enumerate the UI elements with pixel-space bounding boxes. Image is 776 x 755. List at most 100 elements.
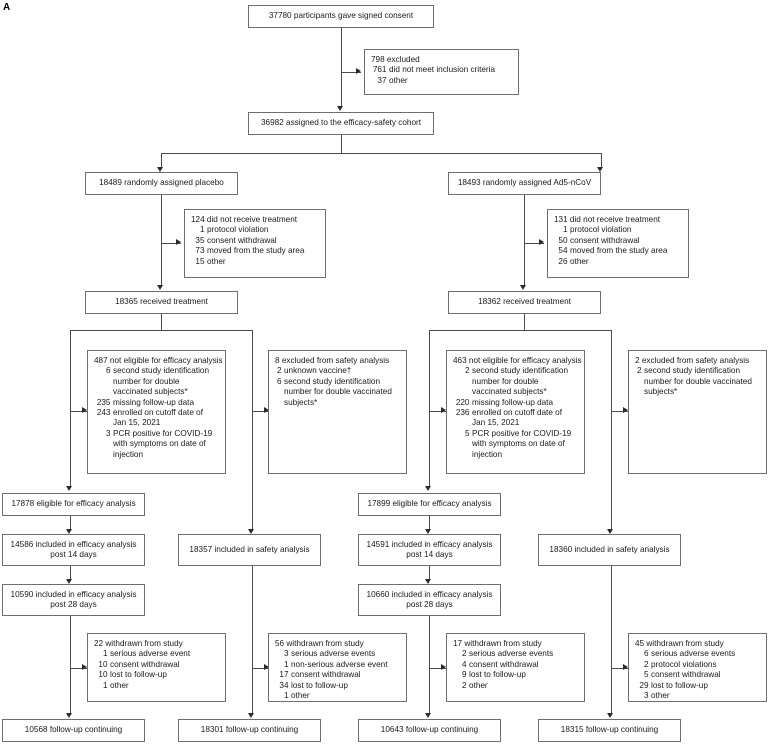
- list-item-label: lost to follow-up: [469, 670, 526, 680]
- list-item-label: serious adverse events: [651, 649, 736, 659]
- connector-split-right: [601, 153, 602, 169]
- list-item-count: 243: [96, 408, 111, 418]
- list-item-label: missing follow-up data: [113, 397, 195, 407]
- box-not-eligible-placebo: 487 not eligible for efficacy analysis 6…: [87, 350, 226, 474]
- arrowhead-excluded: [356, 68, 361, 75]
- connector-placebo-efficacy-leg: [70, 330, 71, 487]
- node-safety-placebo: 18357 included in safety analysis: [178, 534, 321, 566]
- list-item-count: 236: [455, 408, 470, 418]
- arrowhead-safety-vaccine: [607, 529, 614, 534]
- arrowhead-eff28-vaccine: [425, 579, 432, 584]
- connector-placebo-to-not-eligible: [70, 411, 87, 412]
- withdrawn-efficacy-placebo-header: 22 withdrawn from study: [94, 639, 183, 648]
- list-item-label: other: [291, 691, 310, 701]
- list-item-label: consent withdrawal: [207, 235, 277, 245]
- node-consent: 37780 participants gave signed consent: [248, 5, 434, 28]
- arrowhead-elig-placebo: [66, 486, 73, 491]
- connector-elig-to-eff14-placebo: [70, 516, 71, 530]
- node-eligible-placebo: 17878 eligible for efficacy analysis: [2, 493, 145, 516]
- list-item-label: second study identification number for d…: [113, 366, 210, 397]
- list-item-count: 3: [643, 691, 649, 701]
- list-item-count: 10: [98, 670, 108, 680]
- list-item-label: consent withdrawal: [291, 670, 361, 680]
- list-item-label: enrolled on cutoff date of Jan 15, 2021: [113, 408, 203, 428]
- list-item-label: second study identification number for d…: [644, 366, 752, 397]
- list-item-count: 73: [195, 246, 205, 256]
- arrowhead-fu-safety-vaccine: [607, 713, 614, 718]
- list-item-count: 17: [279, 670, 289, 680]
- list-item-count: 4: [461, 659, 467, 669]
- list-item-count: 37: [377, 75, 387, 85]
- connector-placebo-eff-safety-split: [70, 330, 253, 331]
- arrowhead-eff14-placebo: [66, 529, 73, 534]
- arrowhead-eff14-vaccine: [425, 529, 432, 534]
- connector-placebo-eff-to-withdrawn: [70, 668, 87, 669]
- connector-vaccine-efficacy-leg: [429, 330, 430, 487]
- list-item-count: 54: [558, 246, 568, 256]
- list-item-label: other: [570, 256, 589, 266]
- connector-vaccine-to-not-eligible: [429, 411, 446, 412]
- list-item-count: 1: [102, 649, 108, 659]
- list-item-label: other: [110, 680, 129, 690]
- connector-vaccine-safety-to-withdrawn: [611, 668, 628, 669]
- list-item-count: 2: [461, 680, 467, 690]
- connector-split-left: [161, 153, 162, 169]
- list-item-label: consent withdrawal: [469, 659, 539, 669]
- excluded-safety-vaccine-header: 2 excluded from safety analysis: [635, 356, 750, 365]
- no-treatment-vaccine-header: 131 did not receive treatment: [554, 215, 661, 224]
- list-item-count: 1: [199, 225, 205, 235]
- box-not-eligible-vaccine: 463 not eligible for efficacy analysis 2…: [446, 350, 585, 474]
- list-item-label: other: [469, 680, 488, 690]
- connector-consent-to-excluded: [341, 72, 361, 73]
- node-efficacy-28-vaccine: 10660 included in efficacy analysis post…: [358, 584, 501, 616]
- list-item-label: lost to follow-up: [110, 670, 167, 680]
- list-item-label: lost to follow-up: [291, 680, 348, 690]
- connector-placebo-to-notreat: [161, 243, 181, 244]
- list-item-count: 6: [276, 376, 282, 386]
- node-randomised-vaccine: 18493 randomly assigned Ad5-nCoV: [448, 172, 601, 195]
- list-item-count: 9: [461, 670, 467, 680]
- list-item-label: second study identification number for d…: [472, 366, 569, 397]
- list-item-label: serious adverse events: [469, 649, 554, 659]
- list-item-label: serious adverse events: [291, 649, 376, 659]
- node-efficacy-28-placebo: 10590 included in efficacy analysis post…: [2, 584, 145, 616]
- connector-treat-placebo-down: [161, 314, 162, 330]
- arrowhead-withdrawn-safety-vaccine: [623, 664, 628, 671]
- arrowhead-elig-vaccine: [425, 486, 432, 491]
- list-item-count: 29: [639, 680, 649, 690]
- arrowhead-notreat-vaccine: [539, 239, 544, 246]
- connector-placebo-safety-leg: [252, 330, 253, 530]
- list-item-label: moved from the study area: [207, 246, 305, 256]
- list-item-label: missing follow-up data: [472, 397, 554, 407]
- list-item-count: 2: [643, 659, 649, 669]
- list-item-label: non-serious adverse event: [291, 659, 388, 669]
- withdrawn-safety-vaccine-header: 45 withdrawn from study: [635, 639, 724, 648]
- arrowhead-notreat-placebo: [176, 239, 181, 246]
